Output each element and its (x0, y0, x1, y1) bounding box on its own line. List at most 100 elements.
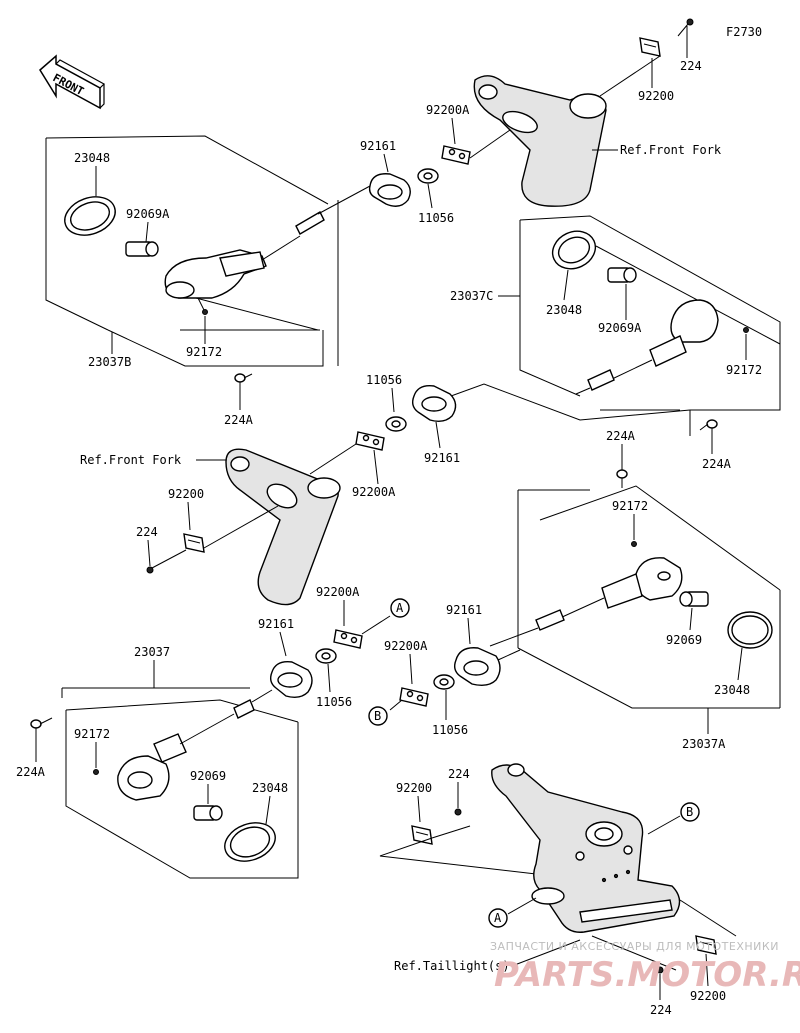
fork-bracket-top (473, 75, 607, 207)
label-11056-top: 11056 (418, 211, 454, 225)
cable-mr (489, 597, 605, 647)
screw-224A-bl (30, 717, 53, 729)
callout-B-right: B (680, 802, 700, 822)
label-92161-ll: 92161 (258, 617, 294, 631)
bushing-92161-ll (269, 661, 313, 699)
lens-23048-mr (727, 611, 773, 649)
label-224A-bl: 224A (16, 765, 46, 779)
label-92200-bot: 92200 (396, 781, 432, 795)
top-screw-224 (677, 18, 694, 37)
bushing-92161-lc (453, 647, 501, 687)
callout-A-bottom: A (488, 908, 508, 928)
label-92069-mr: 92069 (666, 633, 702, 647)
label-92200A-mid: 92200A (352, 485, 396, 499)
taillight-bracket (491, 763, 681, 933)
label-92200A-lc2: 92200A (384, 639, 428, 653)
front-arrow-icon: FRONT (39, 54, 105, 110)
label-92172-tl: 92172 (186, 345, 222, 359)
label-92172-mr: 92172 (612, 499, 648, 513)
grommet-11056-top (417, 168, 439, 184)
label-23048-bl: 23048 (252, 781, 288, 795)
label-92200A-top: 92200A (426, 103, 470, 117)
plate-92200A-lc (333, 629, 363, 649)
bulb-92069A-tl (125, 241, 159, 257)
callout-B-left: B (368, 706, 388, 726)
lens-23048-bl (224, 822, 276, 862)
label-11056-mid: 11056 (366, 373, 402, 387)
label-92069A-tr: 92069A (598, 321, 642, 335)
label-11056-ll: 11056 (316, 695, 352, 709)
bulb-92069-bl (193, 805, 223, 821)
ref-taillight: Ref.Taillight(s) (394, 959, 510, 973)
label-92200-mid: 92200 (168, 487, 204, 501)
plate-92200A-lc2 (399, 687, 429, 707)
box-23037B (45, 135, 339, 367)
label-23048-tl: 23048 (74, 151, 110, 165)
label-224A-mr: 224A (606, 429, 636, 443)
bushing-92161-top (368, 173, 411, 207)
label-92069-bl: 92069 (190, 769, 226, 783)
label-92200-top: 92200 (638, 89, 674, 103)
label-11056-lc: 11056 (432, 723, 468, 737)
label-23037: 23037 (134, 645, 170, 659)
watermark-line2: PARTS.MOTOR.RU (494, 955, 800, 995)
housing-bl (117, 733, 187, 801)
clip-92200-mid (183, 533, 205, 553)
label-224A-tl: 224A (224, 413, 254, 427)
label-224-mid: 224 (136, 525, 158, 539)
cable-bl (179, 689, 273, 745)
fork-bracket-mid (225, 448, 341, 606)
label-92161-lc: 92161 (446, 603, 482, 617)
screw-224A-tl (234, 373, 253, 383)
label-92161-mid: 92161 (424, 451, 460, 465)
label-92161-top: 92161 (360, 139, 396, 153)
callout-A-top: A (390, 598, 410, 618)
label-92200-br: 92200 (690, 989, 726, 1003)
svg-text:B: B (374, 709, 381, 723)
ref-front-fork-left: Ref.Front Fork (80, 453, 182, 467)
screw-224A-tr (699, 419, 718, 431)
bulb-92069-mr (679, 591, 709, 607)
label-224-bot: 224 (448, 767, 470, 781)
ref-front-fork-right: Ref.Front Fork (620, 143, 722, 157)
housing-tr (649, 299, 719, 367)
box-23037 (61, 687, 299, 879)
label-224-top: 224 (680, 59, 702, 73)
label-92200A-lc: 92200A (316, 585, 360, 599)
label-92172-bl: 92172 (74, 727, 110, 741)
lens-23048-tl (64, 196, 116, 236)
label-224A-tr: 224A (702, 457, 732, 471)
screw-224A-mr (616, 469, 628, 488)
label-224-br: 224 (650, 1003, 672, 1017)
watermark-line1: ЗАПЧАСТИ И АКСЕССУАРЫ ДЛЯ МОТОТЕХНИКИ (490, 940, 779, 953)
plate-92200A-top (441, 145, 471, 165)
housing-mr (601, 557, 683, 609)
clip-92200-top (639, 37, 661, 57)
plate-92200A-mid (355, 431, 385, 451)
svg-text:A: A (494, 911, 502, 925)
screw-224-br (656, 966, 664, 974)
label-23048-mr: 23048 (714, 683, 750, 697)
lens-23048-tr (551, 230, 597, 270)
cable-tl (261, 185, 371, 261)
grommet-11056-ll (315, 648, 337, 664)
label-23037B: 23037B (88, 355, 131, 369)
svg-text:A: A (396, 601, 404, 615)
figure-code: F2730 (726, 25, 762, 39)
box-23037A (517, 485, 781, 709)
grommet-11056-lc (433, 674, 455, 690)
svg-text:B: B (686, 805, 693, 819)
clip-92200-br (695, 935, 717, 955)
box-23037C (519, 215, 781, 436)
bushing-92161-mid (411, 385, 457, 423)
label-23048-tr: 23048 (546, 303, 582, 317)
bulb-92069A-tr (607, 267, 637, 283)
grommet-11056-mid (385, 416, 407, 432)
label-92069A-tl: 92069A (126, 207, 170, 221)
cable-tr (575, 359, 653, 395)
housing-tl (164, 249, 267, 299)
label-23037C: 23037C (450, 289, 493, 303)
label-23037A: 23037A (682, 737, 726, 751)
label-92172-tr: 92172 (726, 363, 762, 377)
